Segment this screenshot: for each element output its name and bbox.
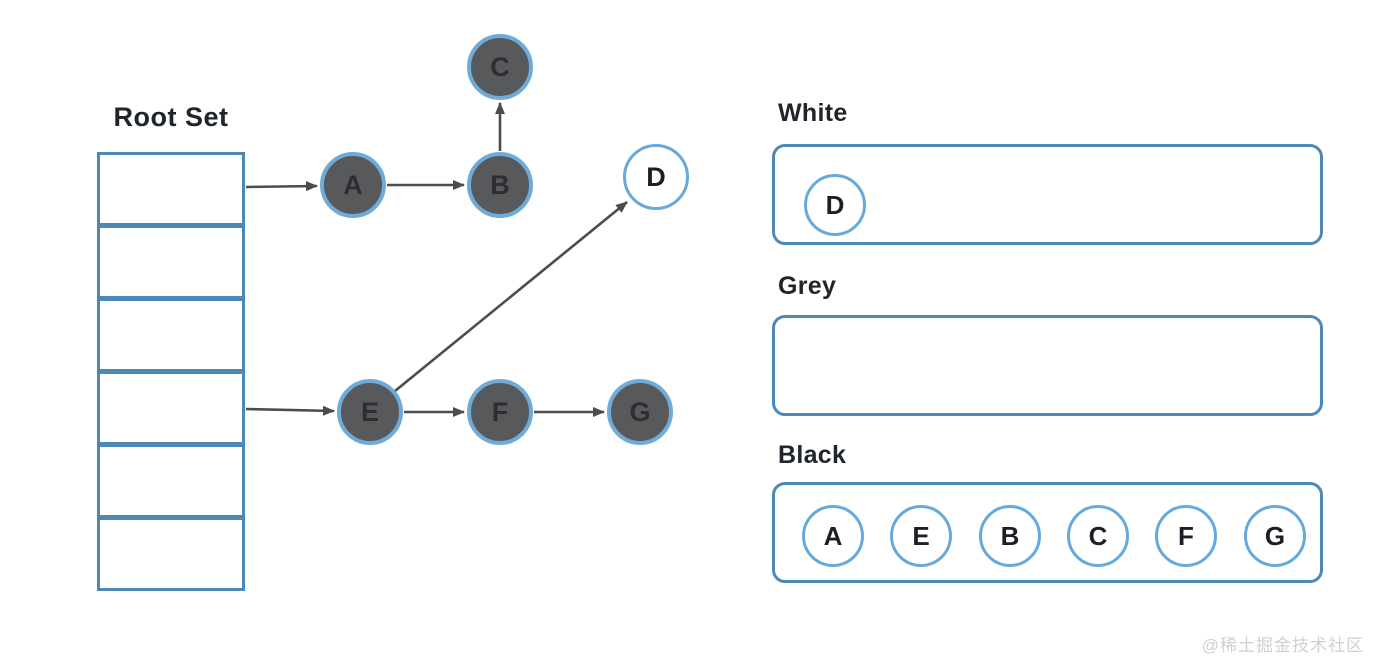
black-set-box: A E B C F G: [772, 482, 1323, 583]
root-set-cell-4: [97, 371, 245, 445]
root-set-cell-3: [97, 298, 245, 372]
white-member-d-label: D: [825, 190, 845, 220]
black-member-g: G: [1244, 505, 1306, 567]
graph-node-a-label: A: [343, 169, 363, 200]
black-member-e-label: E: [912, 521, 930, 551]
white-set-label: White: [778, 99, 848, 127]
black-member-e: E: [890, 505, 952, 567]
root-set-title: Root Set: [113, 102, 229, 132]
grey-set-box: [772, 315, 1323, 416]
black-member-a: A: [802, 505, 864, 567]
edge-root-to-a: [245, 181, 318, 192]
graph-node-b-label: B: [490, 169, 510, 200]
root-set-cell-2: [97, 225, 245, 299]
graph-node-c: C: [467, 34, 533, 100]
graph-node-d-label: D: [646, 161, 666, 192]
black-member-g-label: G: [1264, 521, 1286, 551]
black-member-b: B: [979, 505, 1041, 567]
graph-node-b: B: [467, 152, 533, 218]
black-member-f-label: F: [1178, 521, 1194, 551]
black-member-b-label: B: [1000, 521, 1020, 551]
black-member-c-label: C: [1088, 521, 1108, 551]
black-member-f: F: [1155, 505, 1217, 567]
graph-node-a: A: [320, 152, 386, 218]
root-set-cell-5: [97, 444, 245, 518]
root-set-stack: [97, 152, 245, 591]
graph-node-c-label: C: [490, 51, 510, 82]
root-set-cell-6: [97, 517, 245, 591]
graph-node-g-label: G: [629, 396, 651, 427]
black-member-c: C: [1067, 505, 1129, 567]
edge-e-to-d: [394, 200, 628, 393]
graph-node-d: D: [623, 144, 689, 210]
watermark: @稀土掘金技术社区: [1201, 636, 1364, 655]
root-set-cell-1: [97, 152, 245, 226]
graph-node-e: E: [337, 379, 403, 445]
graph-node-f-label: F: [491, 396, 509, 427]
edge-root-to-e: [245, 405, 335, 416]
black-member-a-label: A: [823, 521, 843, 551]
black-set-label: Black: [778, 441, 847, 469]
graph-node-f: F: [467, 379, 533, 445]
grey-set-label: Grey: [778, 272, 837, 300]
white-member-d: D: [804, 174, 866, 236]
graph-node-g: G: [607, 379, 673, 445]
white-set-box: D: [772, 144, 1323, 245]
graph-node-e-label: E: [360, 396, 379, 427]
